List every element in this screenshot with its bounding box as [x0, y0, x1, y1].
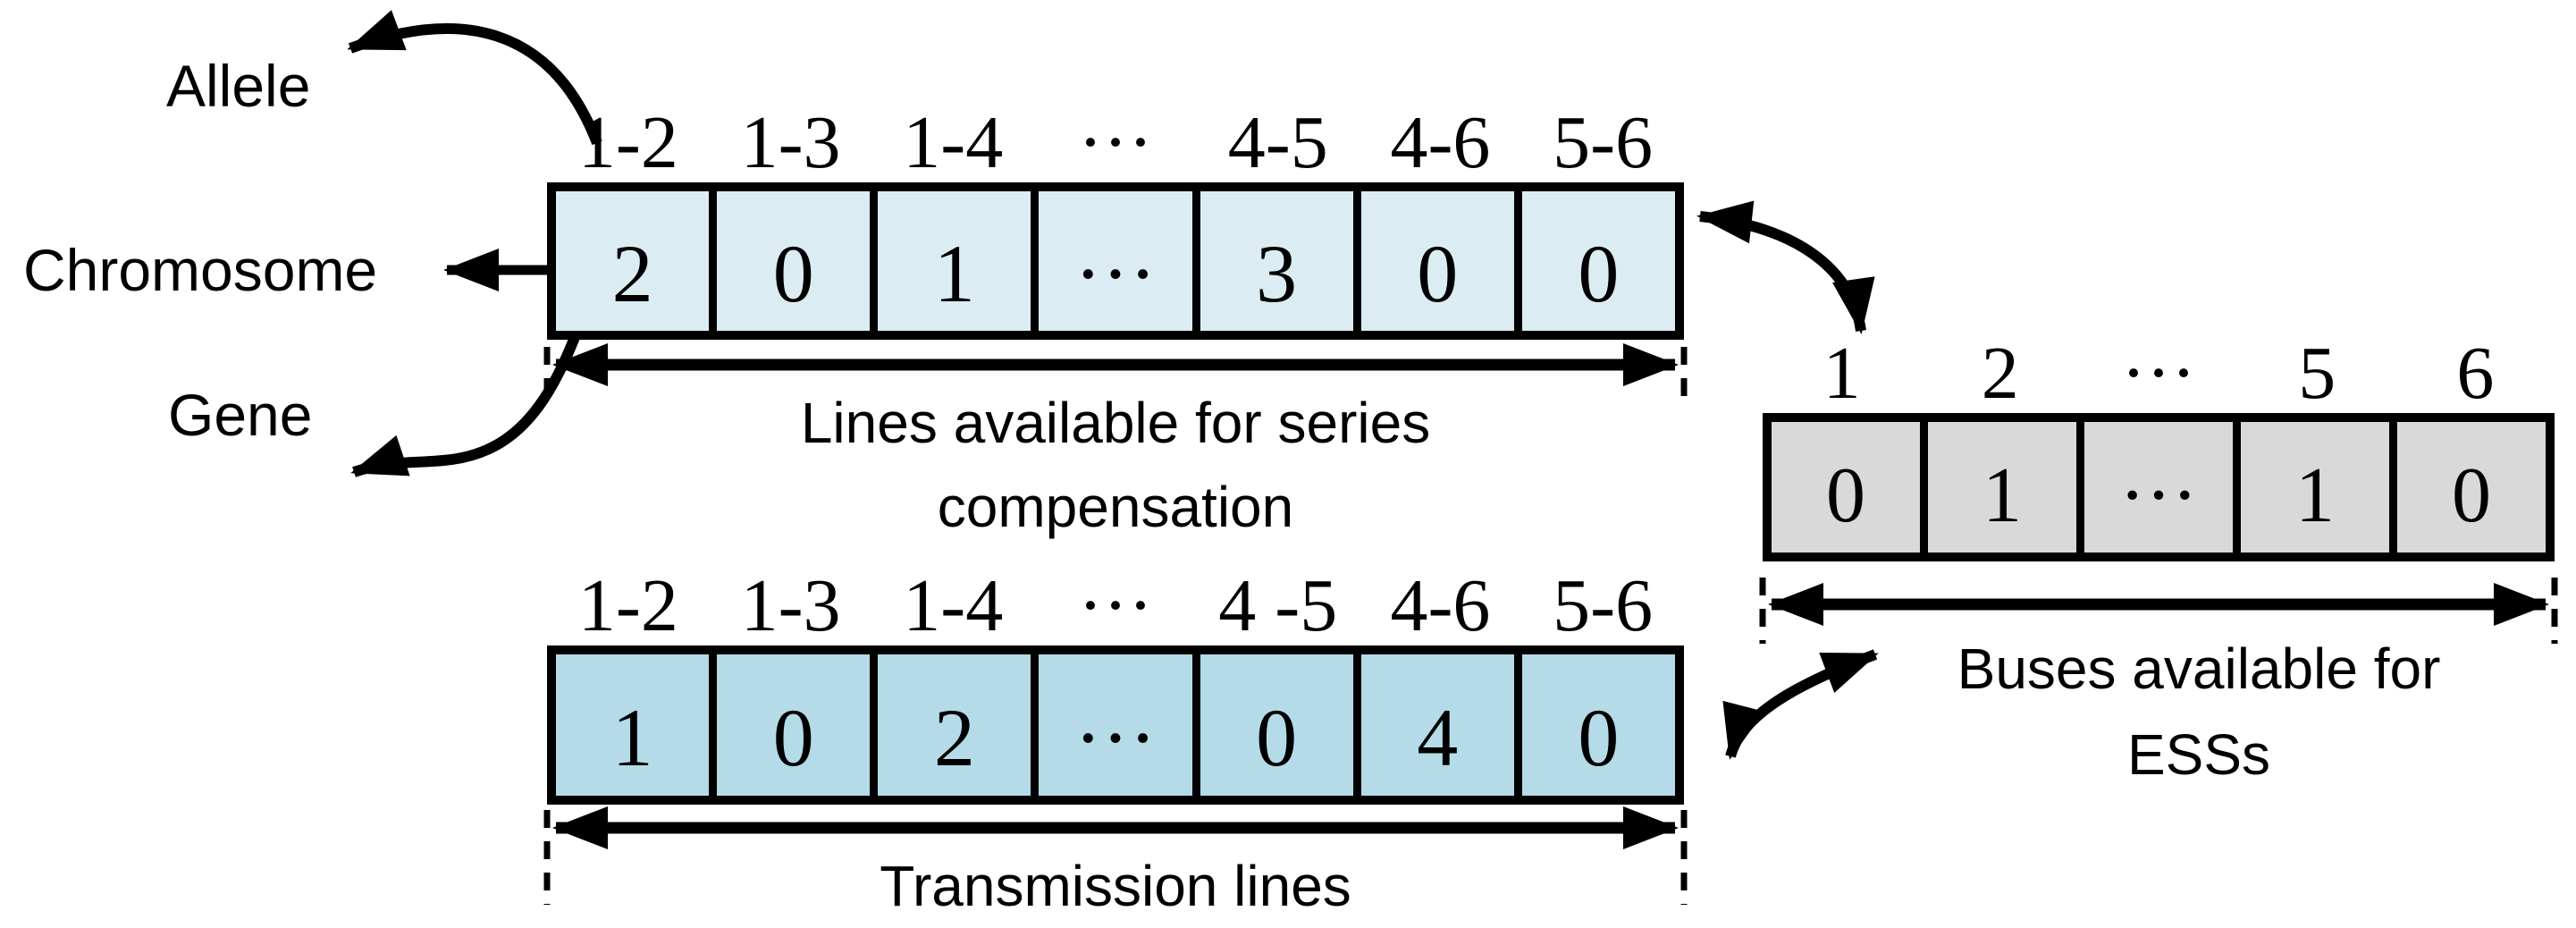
series-gene-value: 0	[1417, 228, 1459, 319]
transmission-gene-cell: 0	[717, 654, 879, 796]
bus-array-headers: 1 2 ··· 5 6	[1763, 332, 2555, 415]
transmission-gene-cell: 0	[1200, 654, 1361, 796]
series-array-headers: 1-2 1-3 1-4 ··· 4-5 4-6 5-6	[547, 101, 1684, 184]
bus-array-caption: Buses available for ESSs	[1806, 626, 2576, 797]
transmission-gene-cell: 1	[556, 654, 718, 796]
series-gene-value: 0	[772, 228, 814, 319]
series-gene-cell: 3	[1200, 191, 1361, 331]
transmission-gene-value: 0	[1256, 692, 1298, 783]
transmission-gene-value: 0	[772, 692, 814, 783]
buses-ess-array: 0 1 ··· 1 0	[1763, 413, 2555, 561]
bus-gene-value: 0	[2452, 452, 2491, 539]
gene-label: Gene	[168, 382, 313, 448]
series-gene-value: 0	[1578, 228, 1620, 319]
series-caption-line1: Lines available for series	[800, 391, 1431, 455]
series-header-6: 5-6	[1553, 101, 1654, 184]
series-gene-cell-ellipsis: ···	[1039, 191, 1200, 331]
bus-caption-line2: ESSs	[2126, 722, 2271, 787]
bus-gene-cell-ellipsis: ···	[2084, 422, 2241, 553]
bus-header-0: 1	[1823, 332, 1861, 415]
chromosome-label: Chromosome	[23, 237, 378, 303]
transmission-array-headers: 1-2 1-3 1-4 ··· 4 -5 4-6 5-6	[547, 564, 1684, 647]
transmission-header-1: 1-3	[740, 564, 841, 647]
series-gene-value: 2	[611, 228, 653, 319]
transmission-gene-cell-ellipsis: ···	[1039, 654, 1200, 796]
series-header-0: 1-2	[577, 101, 678, 184]
bus-gene-cell: 0	[1772, 422, 1928, 553]
transmission-gene-value: ···	[1074, 692, 1157, 783]
series-gene-cell: 0	[717, 191, 879, 331]
series-gene-cell: 1	[878, 191, 1040, 331]
series-gene-value: 1	[933, 228, 975, 319]
transmission-lines-array: 1 0 2 ··· 0 4 0	[547, 645, 1684, 805]
bus-gene-value: 1	[2295, 452, 2335, 539]
transmission-header-2: 1-4	[903, 564, 1004, 647]
transmission-gene-value: 0	[1578, 692, 1620, 783]
transmission-gene-value: 1	[611, 692, 653, 783]
series-gene-cell: 2	[556, 191, 718, 331]
series-array-caption: Lines available for series compensation	[547, 381, 1684, 549]
bus-header-4: 6	[2456, 332, 2495, 415]
transmission-array-caption: Transmission lines	[880, 854, 1351, 918]
series-header-ellipsis: ···	[1078, 101, 1153, 184]
series-compensation-array: 2 0 1 ··· 3 0 0	[547, 182, 1684, 340]
bus-gene-cell: 1	[1928, 422, 2084, 553]
transmission-header-0: 1-2	[577, 564, 678, 647]
bus-header-1: 2	[1981, 332, 2019, 415]
bus-gene-value: ···	[2119, 452, 2198, 539]
series-header-4: 4-5	[1227, 101, 1328, 184]
bus-caption-line1: Buses available for	[1957, 637, 2441, 701]
series-to-bus-arrow	[1696, 200, 1875, 334]
series-gene-cell: 0	[1521, 191, 1675, 331]
series-gene-value: 3	[1256, 228, 1298, 319]
transmission-header-ellipsis: ···	[1078, 564, 1153, 647]
transmission-header-4: 4 -5	[1218, 564, 1338, 647]
series-header-1: 1-3	[740, 101, 841, 184]
bus-gene-cell: 1	[2241, 422, 2397, 553]
bus-header-ellipsis: ···	[2121, 332, 2196, 415]
series-gene-value: ···	[1074, 228, 1157, 319]
transmission-gene-value: 2	[933, 692, 975, 783]
series-header-5: 4-6	[1390, 101, 1491, 184]
transmission-header-5: 4-6	[1390, 564, 1491, 647]
allele-label: Allele	[166, 53, 311, 119]
transmission-gene-cell: 2	[878, 654, 1040, 796]
series-header-2: 1-4	[903, 101, 1004, 184]
transmission-gene-cell: 0	[1521, 654, 1675, 796]
transmission-header-6: 5-6	[1553, 564, 1654, 647]
bus-gene-value: 0	[1826, 452, 1865, 539]
transmission-gene-cell: 4	[1360, 654, 1522, 796]
bus-header-3: 5	[2298, 332, 2336, 415]
series-gene-cell: 0	[1360, 191, 1522, 331]
bus-gene-cell: 0	[2397, 422, 2546, 553]
transmission-gene-value: 4	[1417, 692, 1459, 783]
bus-gene-value: 1	[1983, 452, 2022, 539]
series-caption-line2: compensation	[937, 475, 1294, 539]
